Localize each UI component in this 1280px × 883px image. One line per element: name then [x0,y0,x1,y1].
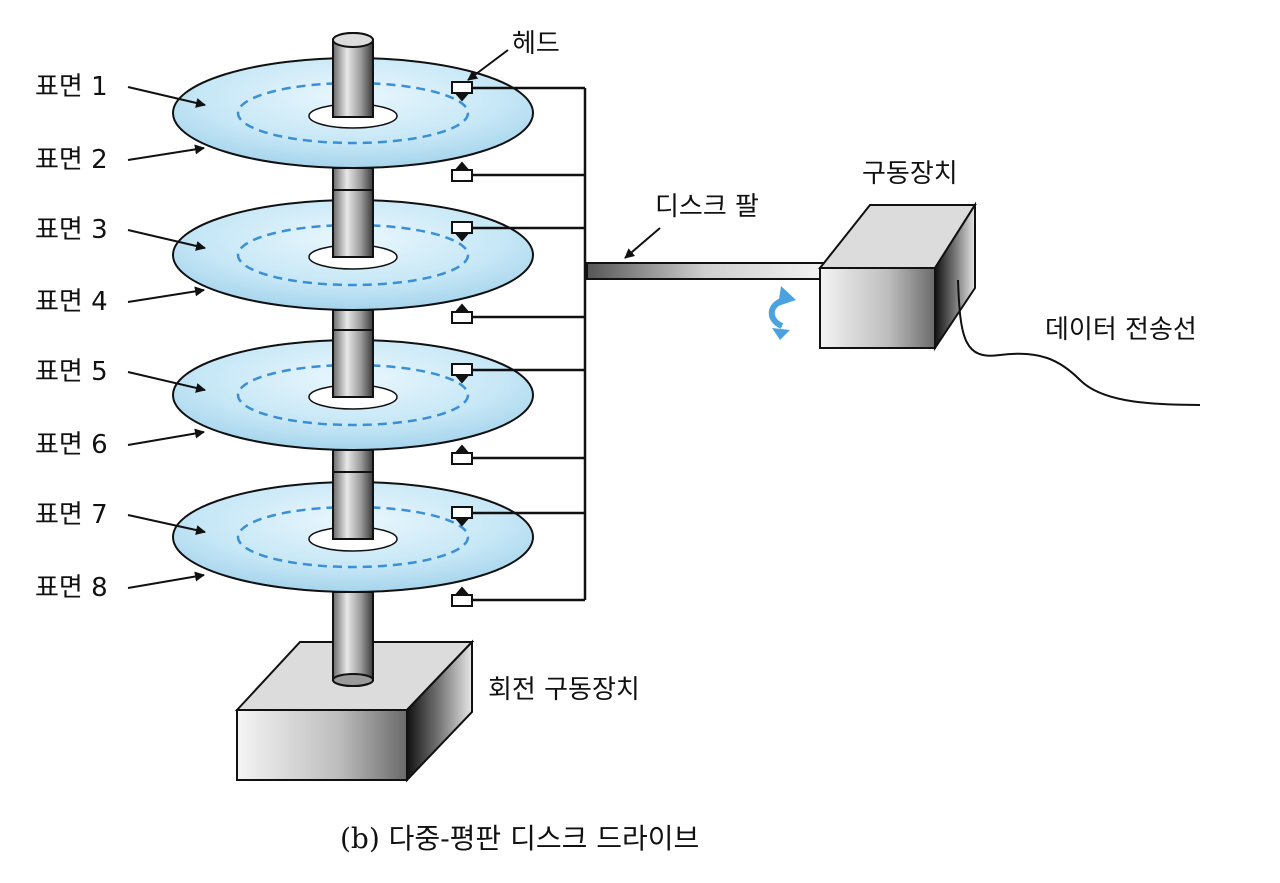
surface-label-6: 표면 6 [35,430,108,460]
pointer-arrows [127,49,661,589]
surface-label-7: 표면 7 [35,500,108,530]
figure-caption: (b) 다중-평판 디스크 드라이브 [340,822,699,855]
platter-1 [172,32,534,169]
surface-label-5: 표면 5 [35,357,108,387]
spindle-motor-label: 회전 구동장치 [488,675,640,705]
surface-label-1: 표면 1 [35,72,108,102]
actuator-label: 구동장치 [862,159,958,189]
surface-label-2: 표면 2 [35,145,108,175]
surface-label-8: 표면 8 [35,573,108,603]
disk-arm [586,262,824,280]
platter-2 [172,189,534,311]
surface-label-4: 표면 4 [35,287,108,317]
cable-label: 데이터 전송선 [1045,315,1197,345]
rotation-arrow-icon [768,286,796,340]
actuator [817,201,977,352]
head-label: 헤드 [512,29,560,59]
read-write-heads [451,81,473,607]
data-cable [957,279,1201,406]
platter-3 [172,329,534,451]
spindle-segment [332,591,374,681]
arm-label: 디스크 팔 [655,192,759,222]
platter-4 [172,471,534,593]
surface-label-3: 표면 3 [35,215,108,245]
head-assembly [470,86,587,602]
